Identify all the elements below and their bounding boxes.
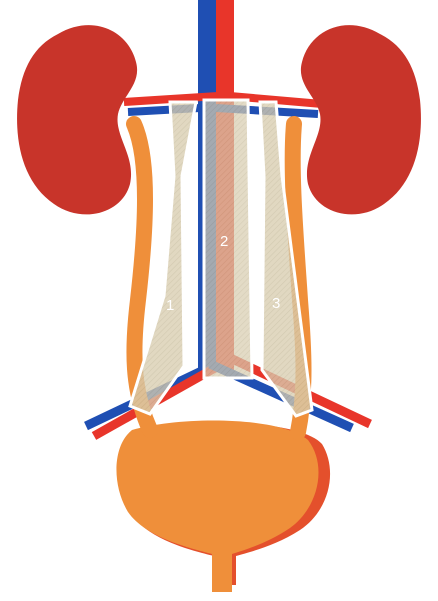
zone-1-label: 1 bbox=[166, 297, 174, 314]
zone-3-label: 3 bbox=[272, 295, 280, 312]
right-kidney bbox=[301, 25, 421, 214]
zone-2-label: 2 bbox=[220, 233, 228, 250]
bladder bbox=[116, 421, 318, 592]
left-kidney bbox=[17, 25, 137, 214]
